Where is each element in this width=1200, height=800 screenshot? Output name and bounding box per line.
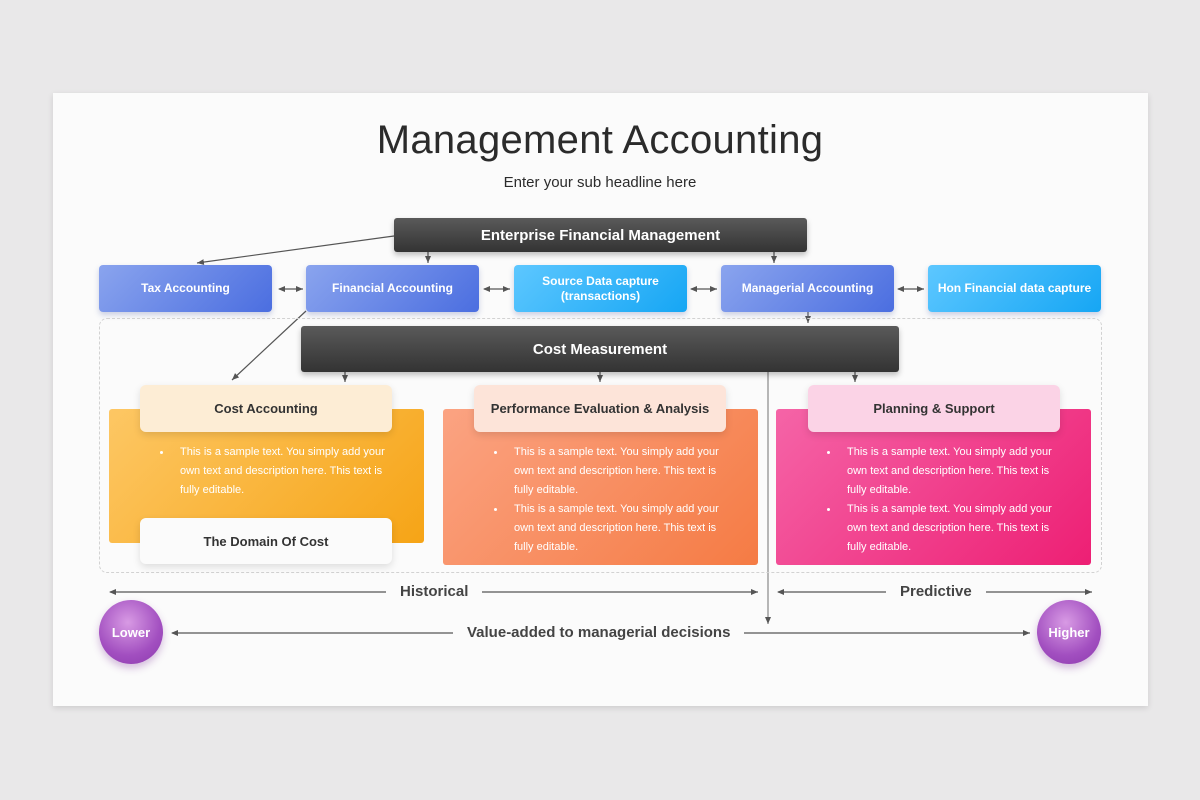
enterprise-financial-management-box: Enterprise Financial Management: [394, 218, 807, 252]
performance-evaluation-tab: Performance Evaluation & Analysis: [474, 385, 726, 432]
cost-accounting-bullets: This is a sample text. You simply add yo…: [160, 443, 385, 500]
value-added-label: Value-added to managerial decisions: [453, 624, 745, 641]
bullet-item: This is a sample text. You simply add yo…: [494, 443, 719, 500]
bullet-item: This is a sample text. You simply add yo…: [494, 500, 719, 557]
performance-bullets: This is a sample text. You simply add yo…: [494, 443, 719, 557]
bullet-item: This is a sample text. You simply add yo…: [160, 443, 385, 500]
historical-label: Historical: [386, 583, 483, 600]
hon-financial-data-capture-box: Hon Financial data capture: [928, 265, 1101, 312]
source-data-capture-box: Source Data capture (transactions): [514, 265, 687, 312]
cost-measurement-box: Cost Measurement: [301, 326, 899, 372]
planning-bullets: This is a sample text. You simply add yo…: [827, 443, 1052, 557]
source-data-line2: (transactions): [560, 288, 641, 303]
bullet-item: This is a sample text. You simply add yo…: [827, 443, 1052, 500]
predictive-label: Predictive: [886, 583, 986, 600]
tax-accounting-box: Tax Accounting: [99, 265, 272, 312]
performance-card: [443, 409, 758, 565]
page-title: Management Accounting: [376, 118, 824, 162]
planning-support-tab: Planning & Support: [808, 385, 1060, 432]
page-subtitle: Enter your sub headline here: [503, 174, 697, 191]
domain-of-cost-tab: The Domain Of Cost: [140, 518, 392, 564]
lower-circle: Lower: [99, 600, 163, 664]
higher-circle: Higher: [1037, 600, 1101, 664]
cost-accounting-tab: Cost Accounting: [140, 385, 392, 432]
planning-card: [776, 409, 1091, 565]
managerial-accounting-box: Managerial Accounting: [721, 265, 894, 312]
cost-measurement-frame: [99, 318, 1102, 573]
bullet-item: This is a sample text. You simply add yo…: [827, 500, 1052, 557]
source-data-line1: Source Data capture: [542, 273, 659, 288]
financial-accounting-box: Financial Accounting: [306, 265, 479, 312]
